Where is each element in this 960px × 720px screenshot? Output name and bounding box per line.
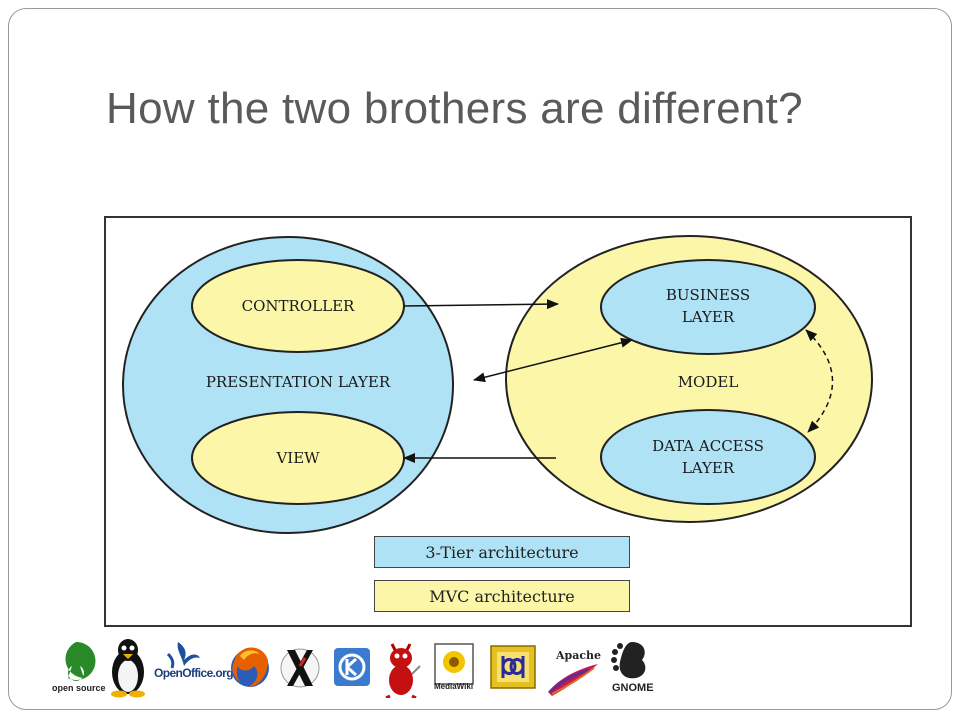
data-access-layer-label-2: LAYER — [682, 459, 735, 477]
mediawiki-logo-text: MediaWiki — [434, 682, 474, 691]
logo-strip: open source OpenOffice.org — [46, 636, 666, 702]
bsd-daemon-icon — [378, 636, 424, 698]
tux-penguin-icon — [108, 636, 148, 698]
controller-label: CONTROLLER — [242, 297, 355, 315]
arrow-controller-to-model — [403, 299, 559, 310]
data-access-layer-label-1: DATA ACCESS — [652, 437, 764, 455]
arrow-business-presentation — [473, 337, 633, 383]
opensource-logo-text: open source — [52, 683, 106, 693]
legend-3-tier: 3-Tier architecture — [374, 536, 630, 568]
presentation-layer-label: PRESENTATION LAYER — [206, 373, 391, 391]
mediawiki-logo-icon: MediaWiki — [432, 636, 476, 698]
kde-logo-icon — [332, 636, 372, 698]
gnome-logo-text: GNOME — [612, 682, 654, 694]
business-layer-label-2: LAYER — [682, 308, 735, 326]
model-label: MODEL — [678, 373, 739, 391]
openoffice-logo-icon: OpenOffice.org — [154, 636, 234, 698]
apache-feather-icon: Apache — [544, 636, 602, 698]
arrow-business-data-access — [805, 329, 834, 433]
legend-mvc: MVC architecture — [374, 580, 630, 612]
business-layer-label-1: BUSINESS — [666, 286, 750, 304]
firefox-logo-icon — [228, 636, 272, 698]
xorg-logo-icon — [278, 636, 322, 698]
diagram-canvas: CONTROLLER VIEW PRESENTATION LAYER MODEL… — [122, 235, 873, 534]
apache-logo-text: Apache — [556, 649, 602, 662]
openoffice-logo-text: OpenOffice.org — [154, 666, 234, 680]
business-layer-ellipse — [600, 259, 816, 355]
data-access-layer-ellipse — [600, 409, 816, 505]
view-label: VIEW — [275, 449, 320, 467]
slide-title: How the two brothers are different? — [106, 84, 803, 133]
gnome-foot-icon: GNOME — [606, 636, 658, 698]
db-logo-icon — [488, 636, 538, 698]
opensource-logo-icon: open source — [50, 636, 106, 698]
